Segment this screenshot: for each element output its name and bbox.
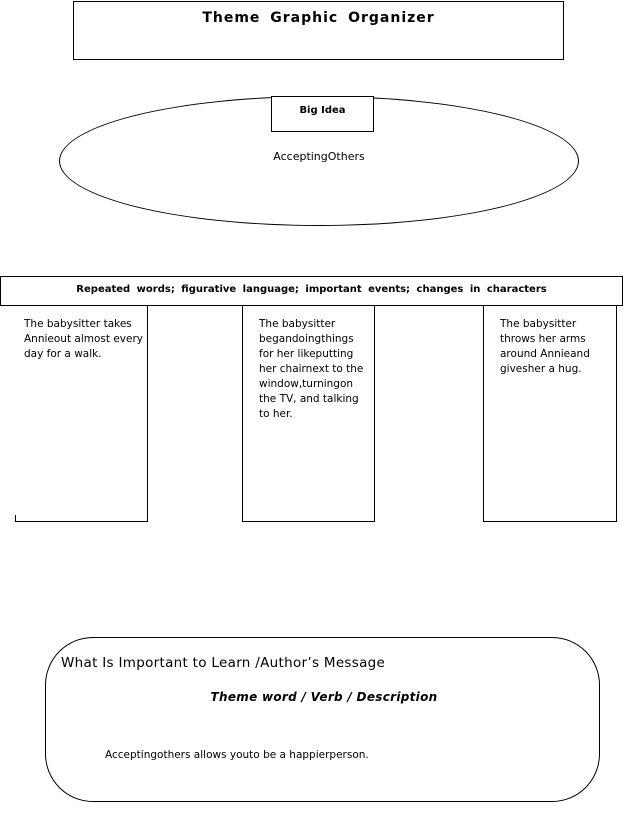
big-idea-label-box: Big Idea: [271, 96, 374, 132]
author-message-text: Acceptingothers allows youto be a happie…: [105, 749, 369, 761]
big-idea-text: AcceptingOthers: [273, 150, 365, 163]
repeated-header: Repeated words; figurative language; imp…: [76, 284, 547, 295]
title-box: Theme Graphic Organizer: [73, 1, 564, 60]
column-text-2: The babysitter begandoingthings for her …: [259, 318, 364, 420]
column-box-2: [242, 306, 375, 522]
big-idea-label: Big Idea: [299, 105, 346, 116]
page-title: Theme Graphic Organizer: [202, 10, 435, 26]
author-message-title: What Is Important to Learn /Author’s Mes…: [61, 655, 386, 671]
column-text-1: The babysitter takes Annieout almost eve…: [24, 318, 143, 360]
repeated-header-box: Repeated words; figurative language; imp…: [0, 276, 623, 306]
author-message-box: [45, 637, 600, 802]
column-box-3: [483, 306, 617, 522]
author-message-subtitle: Theme word / Verb / Description: [210, 690, 438, 704]
column-1-edge: [15, 515, 16, 522]
column-box-1: [15, 306, 148, 522]
column-text-3: The babysitter throws her arms around An…: [500, 318, 590, 375]
